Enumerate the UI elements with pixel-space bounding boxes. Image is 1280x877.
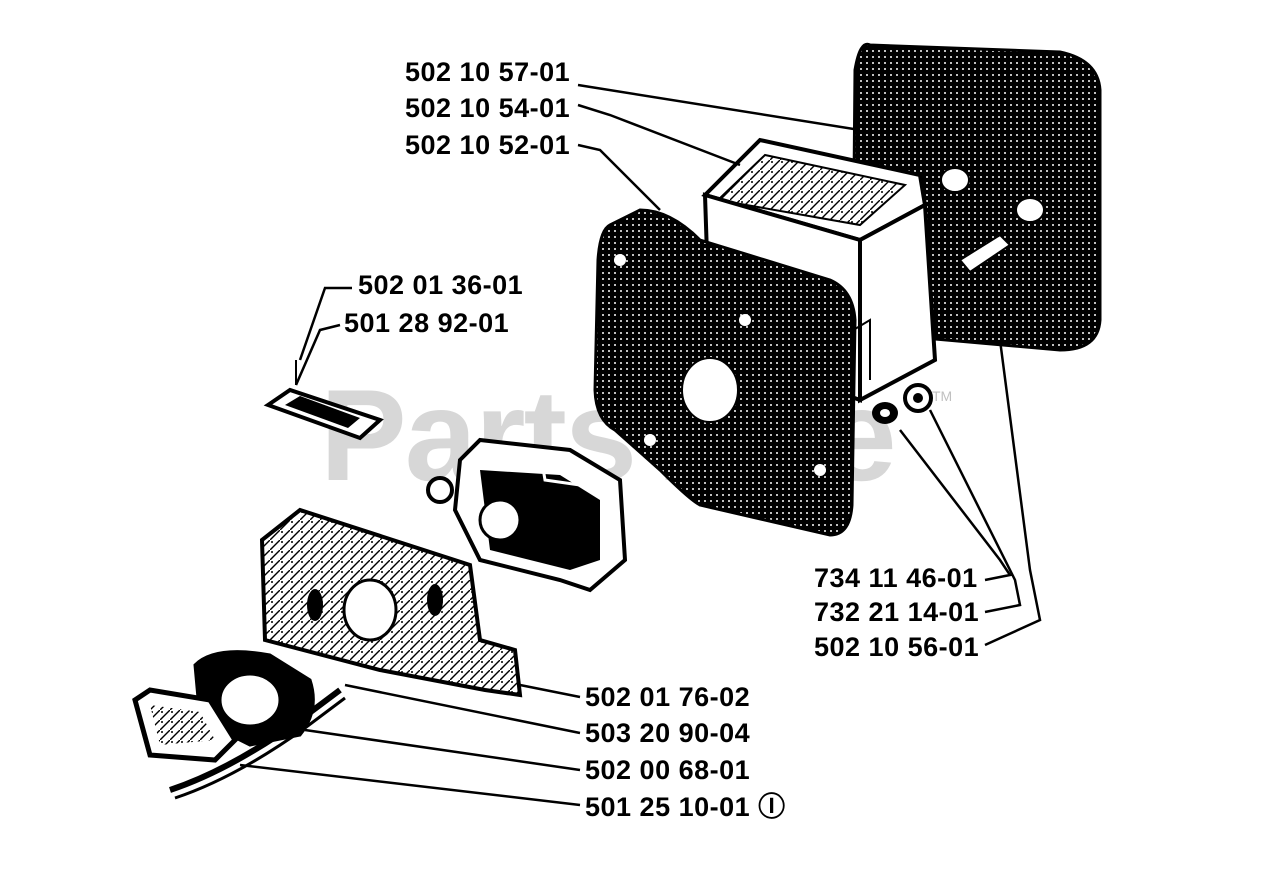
part-number-label: 503 20 90-04 bbox=[585, 718, 751, 748]
watermark-trademark: TM bbox=[932, 388, 953, 404]
part-number-label: 502 10 54-01 bbox=[405, 93, 571, 123]
part-number-label: 502 01 36-01 bbox=[358, 270, 524, 300]
intake-boot bbox=[132, 650, 346, 800]
part-number-label: 501 28 92-01 bbox=[344, 308, 510, 338]
nut-washer bbox=[872, 383, 933, 424]
part-number-label: 734 11 46-01 bbox=[814, 563, 978, 593]
intake-adapter bbox=[259, 507, 523, 698]
leader-lines bbox=[239, 83, 1042, 807]
part-number-label: 732 21 14-01 bbox=[814, 597, 980, 627]
carburetor bbox=[426, 437, 628, 593]
part-number-label: 502 01 76-02 bbox=[585, 682, 751, 712]
part-number-label: 502 10 56-01 bbox=[814, 632, 980, 662]
part-number-label: 501 25 10-01 Ⓘ bbox=[585, 792, 786, 822]
small-gasket bbox=[263, 360, 384, 441]
part-number-label: 502 10 52-01 bbox=[405, 130, 571, 160]
part-number-label: 502 00 68-01 bbox=[585, 755, 751, 785]
part-number-label: 502 10 57-01 bbox=[405, 57, 571, 87]
filter-base-plate bbox=[593, 208, 857, 537]
